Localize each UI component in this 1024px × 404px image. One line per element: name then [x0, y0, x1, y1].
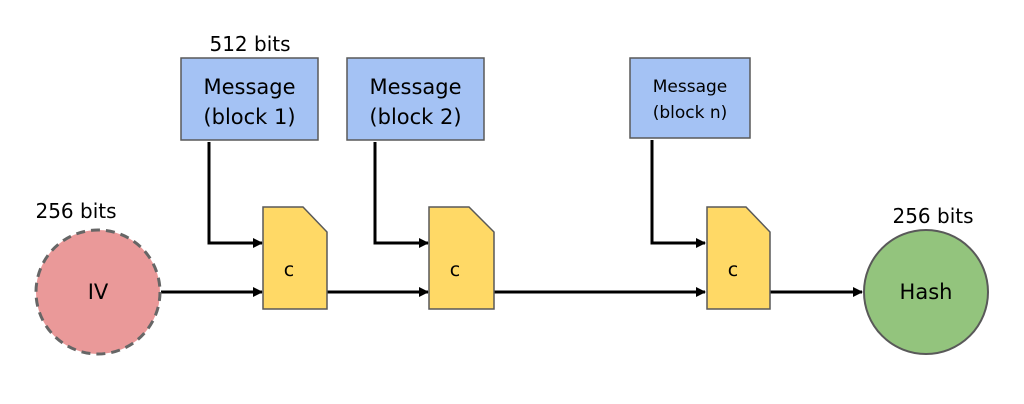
message-block-1-line2: (block 1) [203, 105, 295, 129]
hash-label: Hash [900, 280, 953, 304]
compression-function-n: c [706, 206, 771, 310]
message-block-n: Message (block n) [629, 57, 751, 139]
message-block-2: Message (block 2) [346, 57, 485, 141]
arrow-message-1-to-c-1 [207, 142, 263, 248]
message-block-n-line1: Message [653, 77, 728, 97]
compression-function-2-label: c [450, 259, 460, 281]
hash-size-label: 256 bits [892, 204, 973, 228]
hash-node: Hash [863, 229, 989, 355]
arrow-message-2-to-c-2 [373, 142, 429, 248]
block-size-label: 512 bits [209, 32, 290, 56]
iv-node: IV [34, 228, 162, 356]
message-block-2-line2: (block 2) [369, 105, 461, 129]
compression-function-n-label: c [728, 259, 738, 281]
compression-function-2: c [428, 206, 495, 310]
compression-function-1: c [262, 206, 328, 310]
iv-label: IV [88, 280, 109, 304]
message-block-1: Message (block 1) [180, 57, 319, 141]
iv-size-label: 256 bits [35, 199, 116, 223]
message-block-n-line2: (block n) [653, 103, 728, 123]
arrow-message-n-to-c-n [650, 140, 706, 248]
message-block-1-line1: Message [203, 75, 295, 99]
compression-function-1-label: c [284, 259, 294, 281]
message-block-2-line1: Message [369, 75, 461, 99]
